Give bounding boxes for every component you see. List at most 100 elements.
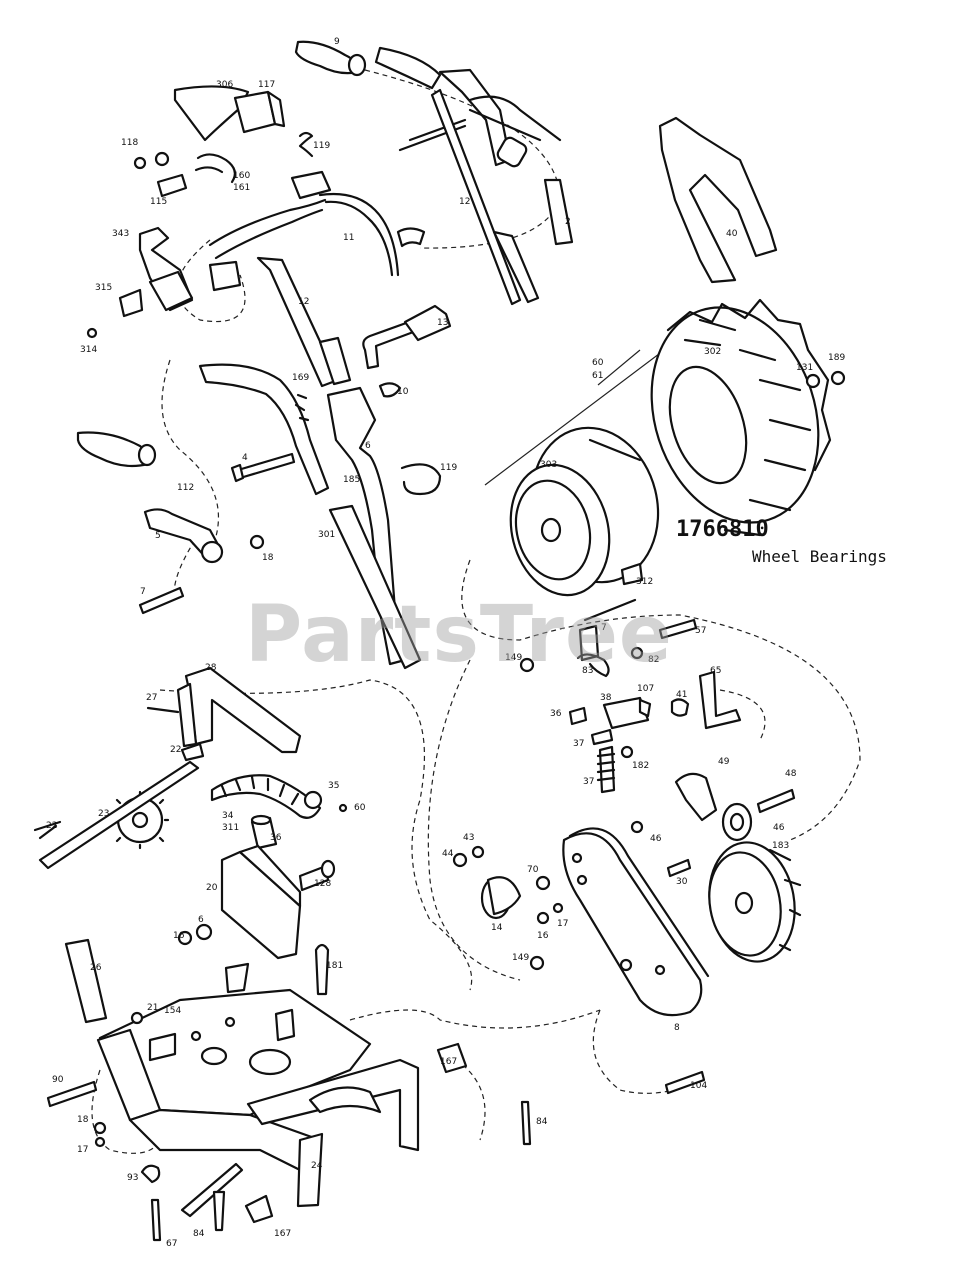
part-callout: 24: [311, 1161, 323, 1171]
part-callout: 112: [177, 483, 194, 493]
part-callout: 161: [233, 183, 250, 193]
shift-lever-12: [208, 256, 352, 388]
rod-13: [362, 304, 452, 370]
pulley-large: [708, 841, 802, 963]
part-callout: 2: [565, 217, 571, 227]
part-callout: 84: [193, 1229, 205, 1239]
part-callout: 36: [550, 709, 562, 719]
frame-hardware: [46, 1042, 532, 1242]
control-bracket-306: [173, 85, 286, 142]
bolt-4: [230, 452, 296, 483]
bracket-28: [146, 666, 302, 762]
part-callout: 22: [46, 821, 57, 831]
part-callout: 60: [592, 358, 604, 368]
part-callout: 49: [718, 757, 730, 767]
shield-40: [658, 116, 778, 284]
part-callout: 60: [354, 803, 366, 813]
part-callout: 22: [170, 745, 181, 755]
part-callout: 18: [262, 553, 274, 563]
part-callout: 5: [155, 531, 161, 541]
part-callout: 26: [90, 963, 102, 973]
idler-arm-49: [630, 772, 796, 842]
part-callout: 82: [648, 655, 659, 665]
part-callout: 30: [676, 877, 688, 887]
part-callout: 185: [343, 475, 360, 485]
part-callout: 301: [318, 530, 335, 540]
tire-302: [650, 298, 846, 537]
part-callout: 115: [150, 197, 167, 207]
part-callout: 17: [77, 1145, 88, 1155]
part-callout: 119: [440, 463, 457, 473]
part-callout: 16: [173, 931, 185, 941]
part-callout: 18: [77, 1115, 89, 1125]
chaincase-8: [562, 827, 710, 1017]
part-callout: 43: [463, 833, 474, 843]
part-callout: 34: [222, 811, 234, 821]
handle-bars-upper: [374, 46, 574, 306]
part-callout: 16: [537, 931, 549, 941]
plate-20: [177, 844, 336, 996]
part-callout: 183: [772, 841, 789, 851]
part-callout: 28: [205, 663, 217, 673]
lever-5: [138, 508, 265, 615]
part-callout: 167: [274, 1229, 291, 1239]
part-callout: 6: [365, 441, 371, 451]
part-callout: 10: [397, 387, 409, 397]
lever-343: [86, 226, 194, 339]
part-callout: 306: [216, 80, 233, 90]
part-callout: 182: [632, 761, 649, 771]
part-callout: 41: [676, 690, 687, 700]
part-callout: 37: [573, 739, 584, 749]
handle-grip-top: [294, 40, 367, 77]
sprocket-23: [33, 760, 200, 870]
part-callout: 312: [636, 577, 653, 587]
part-callout: 48: [785, 769, 797, 779]
part-callout: 12: [459, 197, 470, 207]
part-callout: 314: [80, 345, 97, 355]
part-callout: 169: [292, 373, 309, 383]
part-callout: 311: [222, 823, 239, 833]
part-callout: 20: [206, 883, 218, 893]
part-callout: 6: [198, 915, 204, 925]
bracket-group-38: [519, 618, 742, 794]
part-callout: 131: [796, 363, 813, 373]
part-callout: 154: [164, 1006, 181, 1016]
part-callout: 149: [505, 653, 522, 663]
part-callout: 149: [512, 953, 529, 963]
watermark-text: PartsTree: [245, 590, 673, 680]
clip-119-right: [400, 463, 442, 496]
part-callout: 37: [583, 777, 594, 787]
part-callout: 303: [540, 460, 557, 470]
part-callout: 7: [601, 623, 607, 633]
part-callout: 128: [314, 879, 331, 889]
part-callout: 70: [527, 865, 539, 875]
part-callout: 90: [52, 1075, 64, 1085]
part-callout: 38: [600, 693, 612, 703]
part-callout: 302: [704, 347, 721, 357]
part-callout: 36: [270, 833, 282, 843]
part-callout: 21: [147, 1003, 158, 1013]
part-callout: 57: [695, 626, 706, 636]
bushing-35: [250, 814, 278, 850]
kit-description: Wheel Bearings: [752, 547, 887, 566]
chaincase-hardware: [452, 845, 706, 1095]
part-callout: 67: [166, 1239, 177, 1249]
shift-rod-11: [208, 192, 426, 277]
part-callout: 9: [334, 37, 340, 47]
grip-left: [76, 431, 157, 468]
part-callout: 8: [674, 1023, 680, 1033]
part-callout: 35: [328, 781, 339, 791]
part-callout: 160: [233, 171, 250, 181]
part-callout: 343: [112, 229, 129, 239]
part-callout: 119: [313, 141, 330, 151]
part-callout: 13: [437, 318, 448, 328]
part-callout: 4: [242, 453, 248, 463]
chain-34: [210, 774, 348, 819]
part-callout: 189: [828, 353, 845, 363]
part-callout: 12: [298, 297, 309, 307]
part-callout: 40: [726, 229, 738, 239]
part-callout: 11: [343, 233, 354, 243]
callout-labels: 9 306 117 118 160 161 115 119 11 12 2 40…: [46, 37, 845, 1249]
part-callout: 17: [557, 919, 568, 929]
